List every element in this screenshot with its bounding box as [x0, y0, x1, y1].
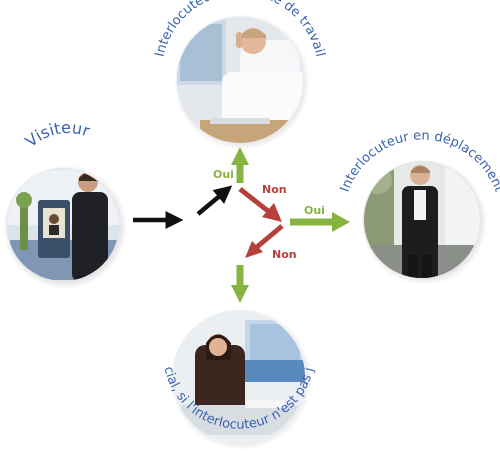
visitor-photo [3, 165, 127, 289]
to-hq-arrow [231, 265, 249, 303]
no-desk-label: Non [262, 183, 287, 196]
mobile-interlocutor-photo [361, 159, 487, 285]
yes-desk-label: Oui [213, 168, 234, 181]
yes-to-mobile-arrow [290, 212, 350, 232]
yes-mobile-label: Oui [304, 204, 325, 217]
headquarters-photo [170, 308, 312, 450]
yes-to-desk-arrow [231, 147, 249, 183]
no-to-mobile-arrow [238, 187, 282, 222]
visitor-label: Visiteur [22, 118, 93, 151]
desk-interlocutor-photo [174, 14, 310, 150]
visitor-to-center-arrow [133, 185, 233, 229]
no-to-hq-arrow [245, 224, 284, 258]
no-mobile-label: Non [272, 248, 297, 261]
